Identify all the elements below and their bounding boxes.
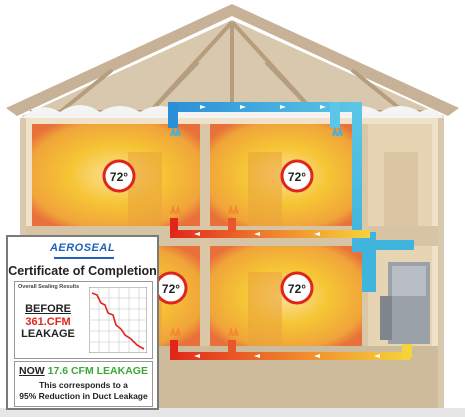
certificate-of-completion: AEROSEAL Certificate of Completion Overa… bbox=[6, 235, 159, 410]
doorway-upper-right bbox=[248, 152, 282, 226]
current-leakage-panel: NOW 17.6 CFM LEAKAGE This corresponds to… bbox=[14, 361, 153, 407]
vertical-return-duct bbox=[362, 232, 376, 292]
certificate-title: Certificate of Completion bbox=[8, 264, 157, 278]
ground bbox=[0, 408, 465, 417]
before-unit: LEAKAGE bbox=[21, 328, 75, 340]
air-flow-arrows bbox=[194, 105, 380, 358]
before-value: 361.CFM bbox=[25, 315, 71, 328]
now-leakage: NOW 17.6 CFM LEAKAGE bbox=[15, 365, 152, 377]
reduction-line-2: 95% Reduction in Duct Leakage bbox=[19, 390, 148, 401]
before-leakage: BEFORE 361.CFM LEAKAGE bbox=[18, 303, 78, 341]
doorway-upper-left bbox=[128, 152, 162, 226]
thermostat-lower-right: 72° bbox=[280, 271, 314, 305]
thermostat-upper-right: 72° bbox=[280, 159, 314, 193]
aeroseal-logo: AEROSEAL bbox=[49, 242, 116, 254]
leakage-curve bbox=[91, 292, 145, 350]
doorway-lower-right bbox=[248, 272, 282, 346]
results-label: Overall Sealing Results bbox=[18, 284, 80, 290]
thermostat-upper-left: 72° bbox=[102, 159, 136, 193]
leakage-trend-chart bbox=[89, 287, 147, 353]
sealing-results-panel: Overall Sealing Results BEFORE 361.CFM L… bbox=[14, 281, 153, 359]
now-value: 17.6 CFM LEAKAGE bbox=[47, 365, 148, 377]
reduction-summary: This corresponds to a 95% Reduction in D… bbox=[15, 380, 152, 401]
second-floor-duct bbox=[170, 218, 370, 238]
logo-swoosh bbox=[54, 257, 114, 259]
thermostat-reading: 72° bbox=[288, 170, 306, 184]
now-label: NOW bbox=[19, 365, 45, 377]
thermostat-reading: 72° bbox=[162, 282, 180, 296]
attic-supply-duct bbox=[168, 102, 362, 252]
thermostat-lower-left: 72° bbox=[154, 271, 188, 305]
thermostat-reading: 72° bbox=[110, 170, 128, 184]
furnace-unit bbox=[380, 262, 430, 344]
thermostat-reading: 72° bbox=[288, 282, 306, 296]
before-label: BEFORE bbox=[25, 303, 71, 315]
reduction-line-1: This corresponds to a bbox=[39, 380, 128, 390]
register-arrows bbox=[170, 126, 343, 337]
